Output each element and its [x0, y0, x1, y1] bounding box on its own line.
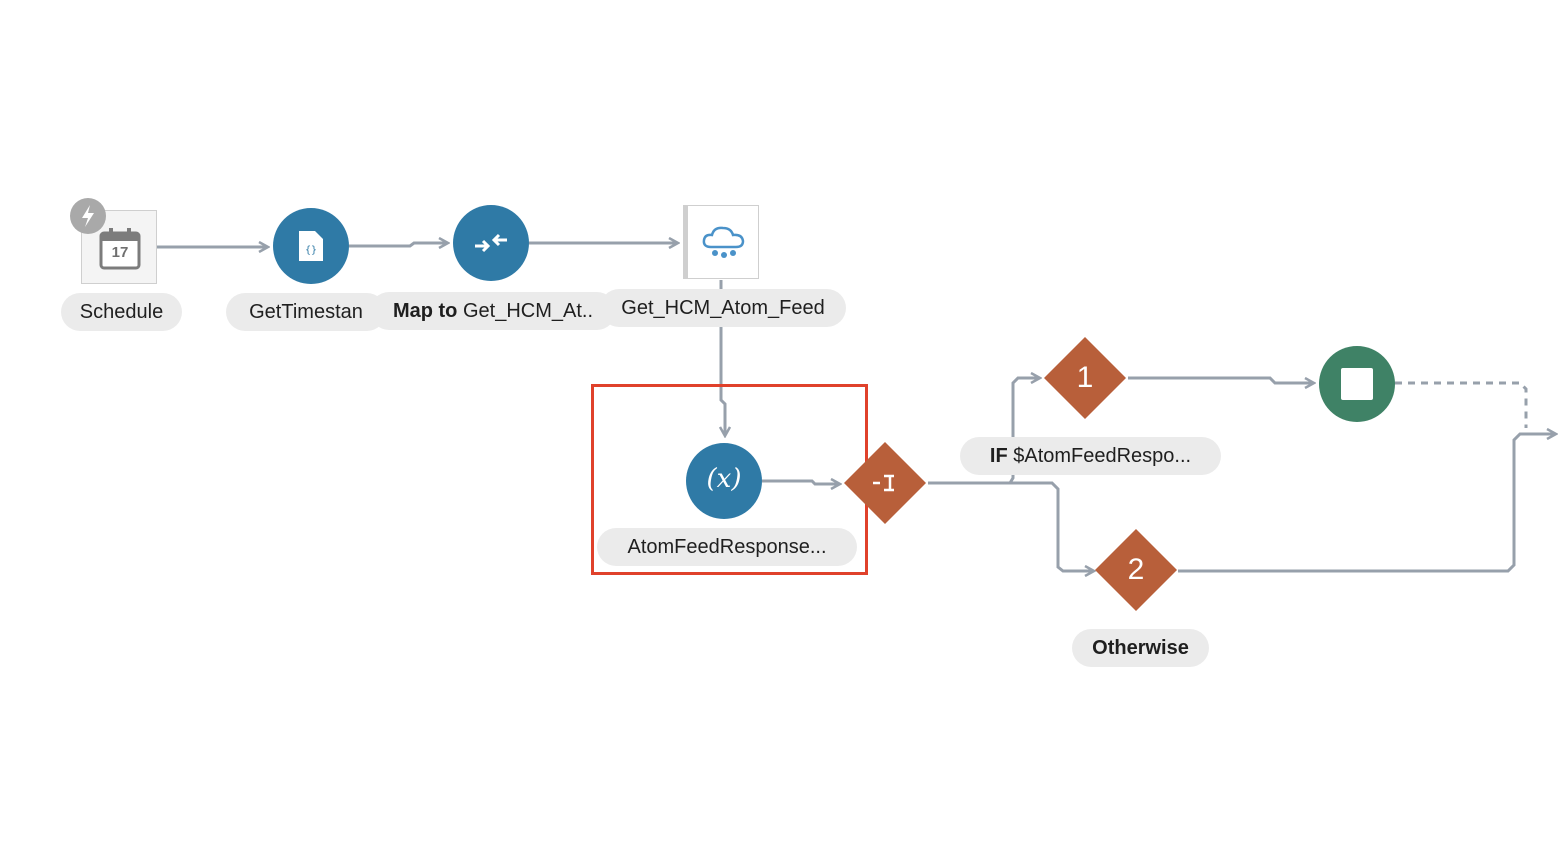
map-node[interactable] [453, 205, 529, 281]
json-file-icon: {} [299, 231, 323, 261]
connector-route2-to-merge [1178, 434, 1556, 573]
connector-assign-to-switch [762, 481, 840, 484]
switch-branch-icon [873, 474, 894, 492]
connector-switch-to-route2 [928, 481, 1094, 571]
route-1-condition-label[interactable]: IF $AtomFeedRespo... [960, 437, 1221, 475]
route-2-number: 2 [1127, 553, 1145, 586]
get-timestamp-node[interactable]: {} [273, 208, 349, 284]
calendar-day: 17 [111, 244, 129, 261]
schedule-label[interactable]: Schedule [61, 293, 182, 331]
cloud-connection-icon [702, 226, 745, 258]
atom-feed-label[interactable]: Get_HCM_Atom_Feed [600, 289, 846, 327]
assign-node[interactable]: (x) [686, 443, 762, 519]
schedule-trigger-node[interactable]: 17 [81, 210, 157, 284]
svg-text:{}: {} [305, 245, 317, 256]
connector-end-dashed [1395, 381, 1528, 428]
variable-icon: (x) [706, 464, 742, 494]
connector-atomfeed-to-assign [721, 280, 725, 436]
map-label[interactable]: Map to Get_HCM_At.. [370, 292, 616, 330]
connector-route1-to-end [1128, 376, 1314, 383]
route-1-number: 1 [1076, 361, 1094, 394]
end-node[interactable] [1319, 346, 1395, 422]
assign-label[interactable]: AtomFeedResponse... [597, 528, 857, 566]
atom-feed-invoke-node[interactable] [683, 205, 759, 279]
route-2-otherwise-label[interactable]: Otherwise [1072, 629, 1209, 667]
lightning-bolt-icon [70, 198, 106, 234]
stop-square-icon [1341, 368, 1373, 400]
map-arrows-icon [475, 233, 507, 253]
calendar-icon [99, 228, 141, 270]
get-timestamp-label[interactable]: GetTimestan [226, 293, 386, 331]
connector-timestamp-to-map [349, 243, 448, 246]
